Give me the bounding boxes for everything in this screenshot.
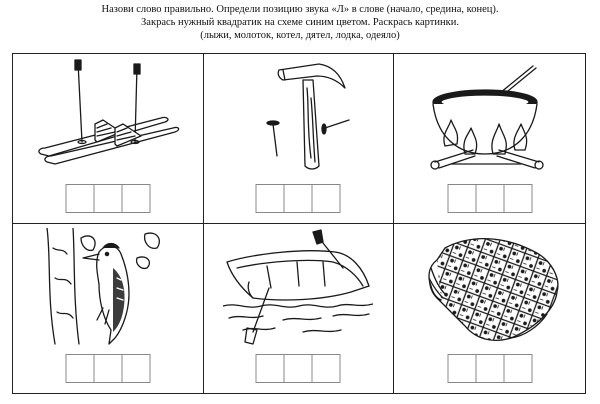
scheme-square-middle[interactable] bbox=[475, 183, 505, 213]
scheme-square-start[interactable] bbox=[65, 354, 95, 383]
scheme-square-middle[interactable] bbox=[475, 354, 505, 383]
instruction-line-3: (лыжи, молоток, котел, дятел, лодка, оде… bbox=[200, 29, 400, 41]
scheme-square-middle[interactable] bbox=[93, 354, 123, 383]
sound-scheme bbox=[255, 183, 341, 213]
instructions: Назови слово правильно. Определи позицию… bbox=[0, 4, 600, 42]
sound-scheme bbox=[65, 183, 151, 213]
sound-scheme bbox=[65, 354, 151, 383]
cell-quilt bbox=[394, 224, 585, 394]
cell-boat bbox=[204, 223, 395, 393]
cauldron-icon bbox=[430, 65, 544, 170]
hammer-icon bbox=[266, 63, 351, 170]
sound-scheme bbox=[255, 354, 341, 383]
scheme-square-start[interactable] bbox=[447, 183, 477, 213]
instruction-line-1: Назови слово правильно. Определи позицию… bbox=[101, 4, 499, 15]
skis-icon bbox=[38, 59, 180, 165]
scheme-square-end[interactable] bbox=[311, 354, 341, 383]
cell-hammer bbox=[203, 54, 395, 224]
scheme-square-middle[interactable] bbox=[283, 183, 313, 213]
woodpecker-icon bbox=[46, 227, 160, 345]
scheme-square-end[interactable] bbox=[121, 183, 151, 213]
scheme-square-middle[interactable] bbox=[283, 354, 313, 383]
scheme-square-start[interactable] bbox=[447, 354, 477, 383]
worksheet-grid bbox=[12, 53, 586, 394]
sound-scheme bbox=[447, 183, 533, 213]
sound-scheme bbox=[447, 354, 533, 383]
scheme-square-end[interactable] bbox=[311, 183, 341, 213]
boat-icon bbox=[223, 228, 374, 345]
scheme-square-start[interactable] bbox=[255, 354, 285, 383]
instruction-line-2: Закрась нужный квадратик на схеме синим … bbox=[141, 16, 459, 28]
scheme-square-start[interactable] bbox=[65, 183, 95, 213]
scheme-square-start[interactable] bbox=[255, 183, 285, 213]
scheme-square-middle[interactable] bbox=[93, 183, 123, 213]
cell-cauldron bbox=[394, 54, 585, 224]
scheme-square-end[interactable] bbox=[503, 354, 533, 383]
scheme-square-end[interactable] bbox=[503, 183, 533, 213]
cell-skis bbox=[13, 54, 204, 224]
cell-woodpecker bbox=[13, 223, 204, 393]
scheme-square-end[interactable] bbox=[121, 354, 151, 383]
quilt-icon bbox=[428, 237, 559, 341]
